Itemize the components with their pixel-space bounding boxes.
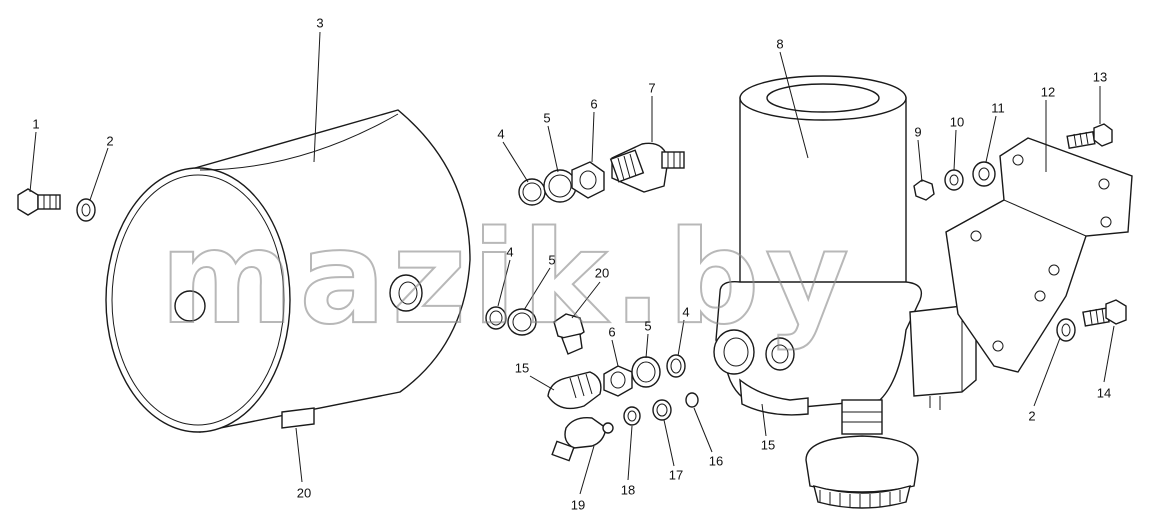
callout-5-upper: 5 <box>543 110 550 125</box>
elbow-19 <box>551 417 614 462</box>
nut-6-upper <box>571 161 605 199</box>
washer-11 <box>972 161 996 187</box>
leader-lines <box>29 31 1115 495</box>
callout-20-mid: 20 <box>595 265 609 280</box>
bolt-14 <box>1082 299 1127 327</box>
tank-port-side <box>389 274 423 312</box>
ring-16 <box>685 392 699 408</box>
callout-2-right: 2 <box>1028 408 1035 423</box>
air-dryer-8 <box>713 75 977 509</box>
callout-12: 12 <box>1041 84 1055 99</box>
nut-9 <box>913 179 935 201</box>
callout-3: 3 <box>316 15 323 30</box>
callout-2-left: 2 <box>106 133 113 148</box>
callout-13: 13 <box>1093 69 1107 84</box>
bolt-13 <box>1066 123 1113 149</box>
callout-6-lower: 6 <box>608 324 615 339</box>
callout-labels: 1 2 3 4 5 6 7 8 9 10 11 12 13 4 5 20 6 5… <box>32 15 1111 512</box>
callout-7: 7 <box>648 80 655 95</box>
nut-6-lower <box>603 365 633 397</box>
callout-15-left: 15 <box>515 360 529 375</box>
bolt-1 <box>17 188 61 216</box>
callout-1: 1 <box>32 116 39 131</box>
air-tank <box>105 109 471 433</box>
tank-drain-boss <box>281 407 315 429</box>
washer-2-right <box>1056 318 1076 342</box>
callout-15-right: 15 <box>761 437 775 452</box>
callout-8: 8 <box>776 36 783 51</box>
fitting-15-left <box>547 371 602 410</box>
seal-ring-4-lower <box>666 354 686 378</box>
callout-20-bottom: 20 <box>297 485 311 500</box>
washer-10 <box>944 169 964 191</box>
callout-4-mid: 4 <box>506 244 513 259</box>
elbow-fitting-7 <box>609 142 685 193</box>
callout-14: 14 <box>1097 385 1111 400</box>
callout-16: 16 <box>709 453 723 468</box>
tank-port-end <box>174 290 206 322</box>
bracket-12 <box>945 137 1133 373</box>
callout-19: 19 <box>571 497 585 512</box>
drain-plug-20-mid <box>553 313 585 355</box>
ring-5-mid <box>507 308 537 336</box>
callout-18: 18 <box>621 482 635 497</box>
watermark-text: mazik.by <box>160 204 855 353</box>
ring-17 <box>652 399 672 421</box>
fitting-15-right <box>739 378 809 416</box>
callout-6-upper: 6 <box>590 96 597 111</box>
callout-4-lower: 4 <box>682 304 689 319</box>
callout-10: 10 <box>950 114 964 129</box>
callout-9: 9 <box>914 124 921 139</box>
callout-5-lower: 5 <box>644 318 651 333</box>
ring-18 <box>623 406 641 426</box>
dryer-outlet-port <box>765 337 795 371</box>
callout-5-mid: 5 <box>548 252 555 267</box>
callout-4-upper: 4 <box>497 126 504 141</box>
callout-17: 17 <box>669 467 683 482</box>
callout-11: 11 <box>991 100 1005 115</box>
washer-2-left <box>76 198 96 222</box>
seal-ring-4-mid <box>485 306 507 330</box>
